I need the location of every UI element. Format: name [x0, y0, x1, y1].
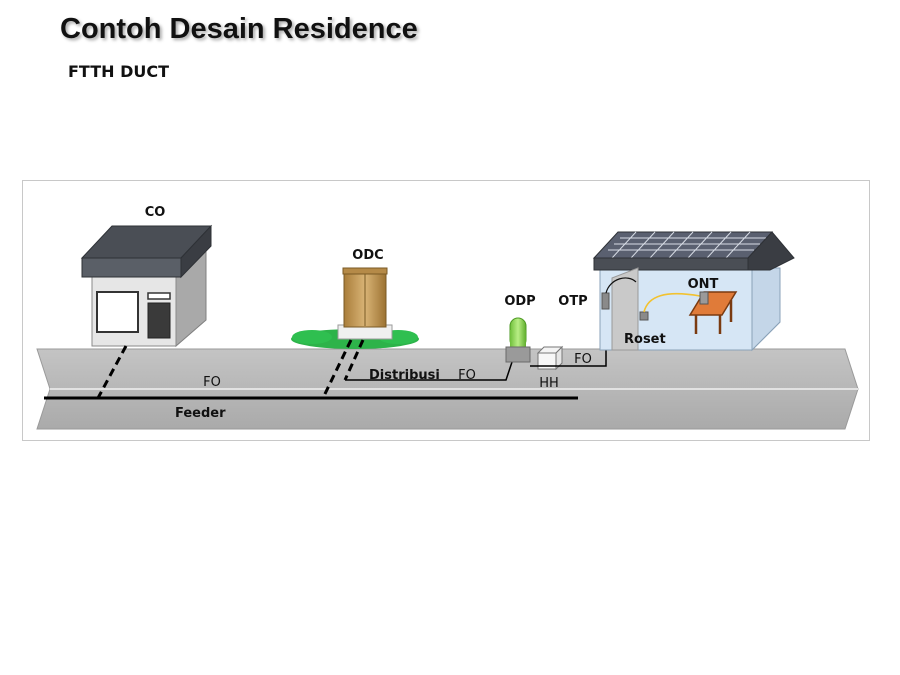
residence-house	[592, 231, 795, 352]
indoor-drop-cable	[605, 277, 637, 294]
label-fo-distribusi: FO	[458, 368, 476, 383]
label-feeder: Feeder	[175, 406, 226, 421]
odc-feeder-link	[321, 339, 353, 399]
label-odc: ODC	[352, 248, 383, 263]
label-odp: ODP	[504, 294, 535, 309]
hh-handhole	[536, 345, 564, 371]
ftth-diagram: CO ODC ODP OTP ONT Roset HH Distribusi F…	[22, 180, 870, 441]
label-ont: ONT	[688, 277, 719, 292]
roset-box	[639, 311, 649, 321]
road	[36, 348, 859, 430]
odp-pole	[505, 317, 531, 363]
co-feeder-link	[96, 345, 128, 399]
odc-cabinet	[291, 267, 419, 349]
ont-device	[699, 291, 709, 305]
odc-distribution-link	[343, 339, 365, 381]
slide-title: Contoh Desain Residence	[60, 13, 418, 45]
label-hh: HH	[539, 376, 559, 391]
otp-box	[601, 292, 610, 310]
label-distribusi: Distribusi	[369, 368, 440, 383]
label-otp: OTP	[558, 294, 587, 309]
label-co: CO	[145, 205, 166, 220]
solar-roof	[592, 231, 774, 259]
co-building	[80, 224, 213, 348]
co-window	[96, 291, 139, 333]
slide-subtitle: FTTH DUCT	[68, 62, 170, 81]
patch-cord	[643, 292, 701, 313]
label-fo-drop: FO	[574, 352, 592, 367]
label-roset: Roset	[624, 332, 666, 347]
distribution-cable	[345, 361, 513, 381]
diagram-canvas: CO ODC ODP OTP ONT Roset HH Distribusi F…	[22, 180, 870, 441]
co-door	[147, 302, 171, 339]
label-fo-feeder: FO	[203, 375, 221, 390]
